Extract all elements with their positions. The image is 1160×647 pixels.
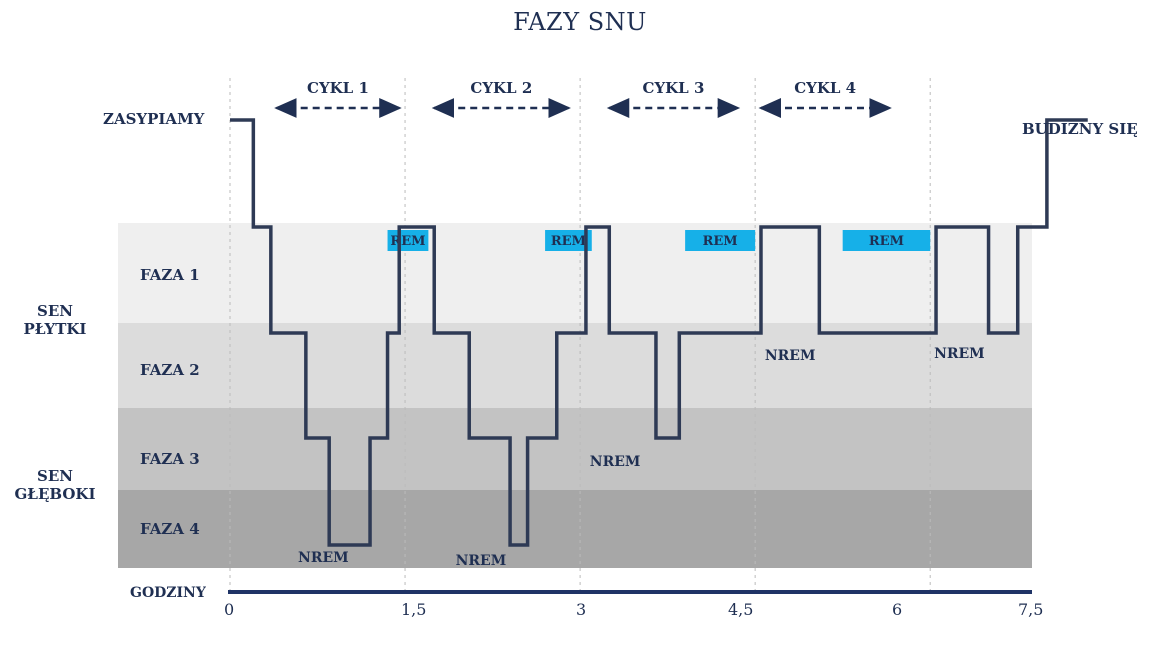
phase-label-3: FAZA 3	[140, 450, 200, 468]
nrem-label-3: NREM	[590, 454, 641, 470]
band-faza-3	[118, 408, 1032, 490]
axis-tick-3: 4,5	[728, 600, 754, 619]
rem-label-1: REM	[390, 234, 425, 249]
axis-tick-2: 3	[576, 600, 587, 619]
phase-label-2: FAZA 2	[140, 361, 200, 379]
band-faza-2	[118, 323, 1032, 408]
hypnogram-line	[230, 118, 1088, 547]
nrem-label-4: NREM	[765, 348, 816, 364]
diagram-title: FAZY SNU	[513, 8, 647, 36]
rem-label-2: REM	[551, 234, 586, 249]
start-label: ZASYPIAMY	[103, 110, 205, 128]
cycle-label-3: CYKL 3	[643, 79, 705, 97]
rem-bar-4	[842, 230, 931, 251]
group-light-sleep: SEN PŁYTKI	[23, 302, 87, 338]
rem-bar-3	[685, 230, 756, 251]
axis-tick-0: 0	[224, 600, 235, 619]
cycle-label-2: CYKL 2	[470, 79, 532, 97]
phase-label-1: FAZA 1	[140, 266, 200, 284]
axis-tick-4: 6	[892, 600, 903, 619]
end-label: BUDIZNY SIĘ	[1022, 120, 1138, 138]
cycle-label-1: CYKL 1	[307, 79, 369, 97]
phase-label-4: FAZA 4	[140, 520, 200, 538]
rem-label-4: REM	[869, 234, 904, 249]
axis-tick-5: 7,5	[1018, 600, 1044, 619]
axis-tick-1: 1,5	[401, 600, 427, 619]
group-deep-sleep: SEN GŁĘBOKI	[14, 467, 96, 503]
cycle-label-4: CYKL 4	[794, 79, 856, 97]
nrem-label-1: NREM	[298, 550, 349, 566]
axis-label: GODZINY	[130, 585, 206, 601]
nrem-label-2: NREM	[456, 553, 507, 569]
nrem-label-5: NREM	[934, 346, 985, 362]
rem-label-3: REM	[703, 234, 738, 249]
rem-bar-2	[545, 230, 592, 251]
band-faza-4	[118, 490, 1032, 568]
